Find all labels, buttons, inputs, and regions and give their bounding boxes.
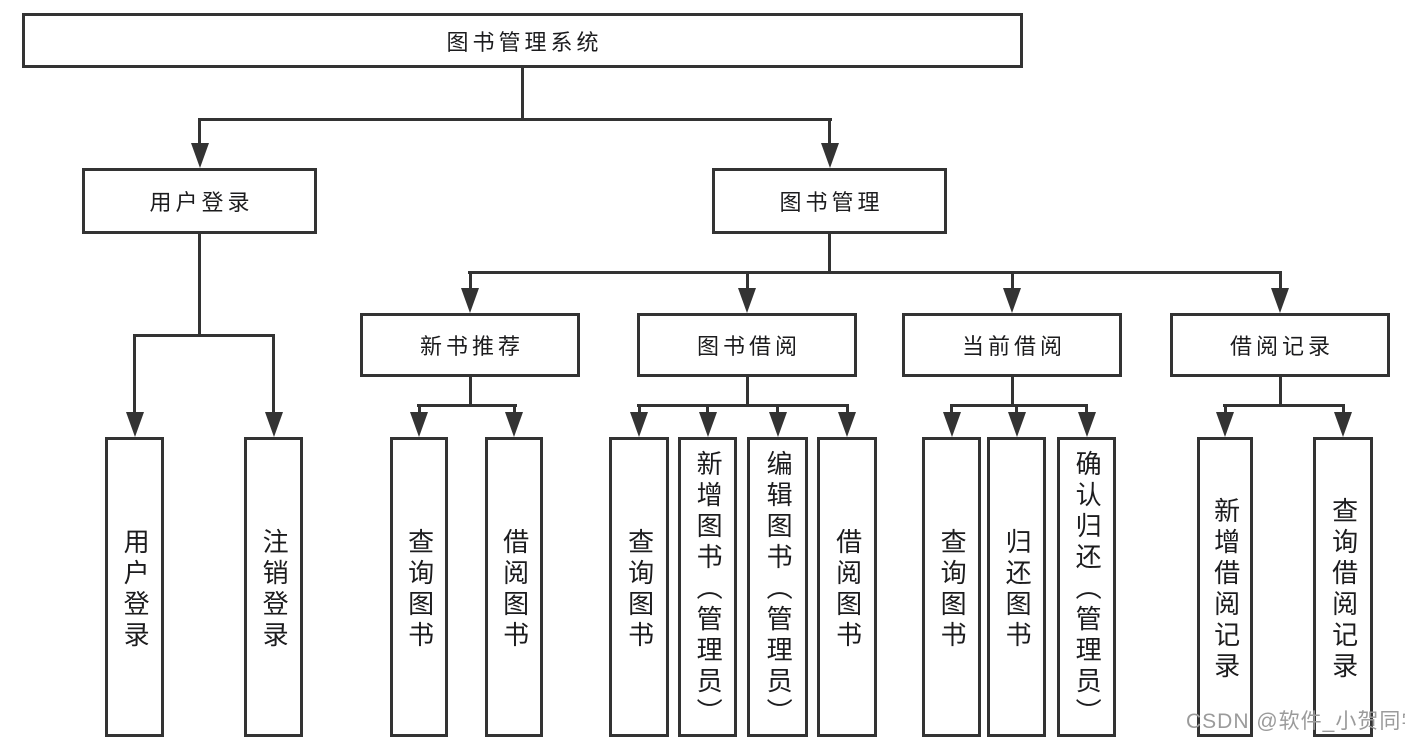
node-leaf-br-add-record-label: 新增借阅记录 [1210, 496, 1241, 683]
connector-userlogin-stem [198, 234, 201, 337]
node-leaf-user-login-label: 用户登录 [120, 527, 151, 652]
arrowhead-bb-borrow-books [838, 412, 856, 437]
node-root-label: 图书管理系统 [446, 29, 603, 55]
connector-root-drop-right [828, 118, 831, 150]
connector-bookmgmt-drop-2 [746, 271, 749, 293]
arrowhead-cb-return-books [1008, 412, 1026, 437]
connector-bookmgmt-drop-4 [1279, 271, 1282, 293]
connector-borrow-rail [637, 404, 849, 407]
arrowhead-bb-query-books [630, 412, 648, 437]
connector-records-rail [1223, 404, 1345, 407]
node-new-book-recommend-label: 新书推荐 [419, 334, 524, 359]
node-book-borrow-label: 图书借阅 [696, 334, 801, 359]
arrowhead-new-book-recommend [461, 288, 479, 313]
node-leaf-bb-query-books: 查询图书 [609, 437, 669, 737]
connector-current-rail [950, 404, 1088, 407]
node-leaf-bb-query-books-label: 查询图书 [624, 527, 655, 652]
node-leaf-logout-label: 注销登录 [259, 527, 290, 652]
arrowhead-leaf-logout [265, 412, 283, 437]
connector-root-drop-left [198, 118, 201, 150]
connector-current-drop-2 [1015, 404, 1018, 416]
connector-current-stem [1011, 377, 1014, 407]
arrowhead-current-borrow [1003, 288, 1021, 313]
node-borrow-records-label: 借阅记录 [1229, 334, 1334, 359]
node-leaf-bb-borrow-books: 借阅图书 [817, 437, 877, 737]
connector-newbook-drop-1 [418, 404, 421, 416]
connector-newbook-stem [469, 377, 472, 407]
node-current-borrow-label: 当前借阅 [961, 334, 1066, 359]
arrowhead-nb-query-books [410, 412, 428, 437]
node-leaf-bb-add-books-admin-label: 新增图书（管理员） [693, 450, 724, 729]
connector-records-stem [1279, 377, 1282, 407]
connector-bookmgmt-stem [828, 234, 831, 274]
node-leaf-bb-add-books-admin: 新增图书（管理员） [678, 437, 737, 737]
node-leaf-cb-query-books: 查询图书 [922, 437, 981, 737]
connector-newbook-rail [417, 404, 517, 407]
node-leaf-cb-return-books-label: 归还图书 [1002, 527, 1033, 652]
connector-bookmgmt-rail [468, 271, 1282, 274]
arrowhead-nb-borrow-books [505, 412, 523, 437]
connector-root-rail [198, 118, 832, 121]
connector-bookmgmt-drop-3 [1011, 271, 1014, 293]
node-leaf-cb-query-books-label: 查询图书 [937, 527, 968, 652]
node-book-borrow: 图书借阅 [637, 313, 857, 377]
connector-current-drop-3 [1085, 404, 1088, 416]
node-leaf-nb-query-books: 查询图书 [390, 437, 448, 737]
node-leaf-cb-confirm-return-admin: 确认归还（管理员） [1057, 437, 1116, 737]
node-new-book-recommend: 新书推荐 [360, 313, 580, 377]
node-leaf-nb-borrow-books: 借阅图书 [485, 437, 543, 737]
arrowhead-book-management [821, 143, 839, 168]
node-leaf-bb-borrow-books-label: 借阅图书 [832, 527, 863, 652]
connector-userlogin-rail [133, 334, 275, 337]
node-leaf-br-query-record-label: 查询借阅记录 [1328, 496, 1359, 683]
connector-borrow-drop-4 [846, 404, 849, 416]
arrowhead-book-borrow [738, 288, 756, 313]
arrowhead-bb-add-books [699, 412, 717, 437]
connector-userlogin-drop-1 [133, 334, 136, 416]
connector-current-drop-1 [950, 404, 953, 416]
node-borrow-records: 借阅记录 [1170, 313, 1390, 377]
arrowhead-cb-query-books [943, 412, 961, 437]
node-user-login: 用户登录 [82, 168, 317, 234]
arrowhead-br-query-record [1334, 412, 1352, 437]
node-current-borrow: 当前借阅 [902, 313, 1122, 377]
connector-records-drop-1 [1224, 404, 1227, 416]
connector-borrow-drop-3 [776, 404, 779, 416]
node-leaf-nb-query-books-label: 查询图书 [404, 527, 435, 652]
arrowhead-borrow-records [1271, 288, 1289, 313]
node-leaf-cb-confirm-return-admin-label: 确认归还（管理员） [1072, 450, 1103, 729]
connector-userlogin-drop-2 [272, 334, 275, 416]
connector-borrow-stem [746, 377, 749, 407]
node-leaf-user-login: 用户登录 [105, 437, 164, 737]
node-leaf-br-query-record: 查询借阅记录 [1313, 437, 1373, 737]
connector-borrow-drop-2 [706, 404, 709, 416]
node-root: 图书管理系统 [22, 13, 1023, 68]
node-book-management: 图书管理 [712, 168, 947, 234]
arrowhead-br-add-record [1216, 412, 1234, 437]
connector-records-drop-2 [1342, 404, 1345, 416]
node-leaf-nb-borrow-books-label: 借阅图书 [499, 527, 530, 652]
watermark: CSDN @软件_小贺同学 [1186, 710, 1405, 733]
arrowhead-user-login [191, 143, 209, 168]
connector-borrow-drop-1 [638, 404, 641, 416]
node-book-management-label: 图书管理 [779, 190, 884, 215]
node-leaf-logout: 注销登录 [244, 437, 303, 737]
node-leaf-cb-return-books: 归还图书 [987, 437, 1046, 737]
node-leaf-bb-edit-books-admin-label: 编辑图书（管理员） [763, 450, 794, 729]
node-leaf-bb-edit-books-admin: 编辑图书（管理员） [747, 437, 808, 737]
connector-bookmgmt-drop-1 [469, 271, 472, 293]
arrowhead-bb-edit-books [769, 412, 787, 437]
connector-newbook-drop-2 [513, 404, 516, 416]
connector-root-stem [521, 68, 524, 121]
node-leaf-br-add-record: 新增借阅记录 [1197, 437, 1253, 737]
arrowhead-leaf-user-login [126, 412, 144, 437]
node-user-login-label: 用户登录 [149, 190, 254, 215]
arrowhead-cb-confirm-return [1078, 412, 1096, 437]
